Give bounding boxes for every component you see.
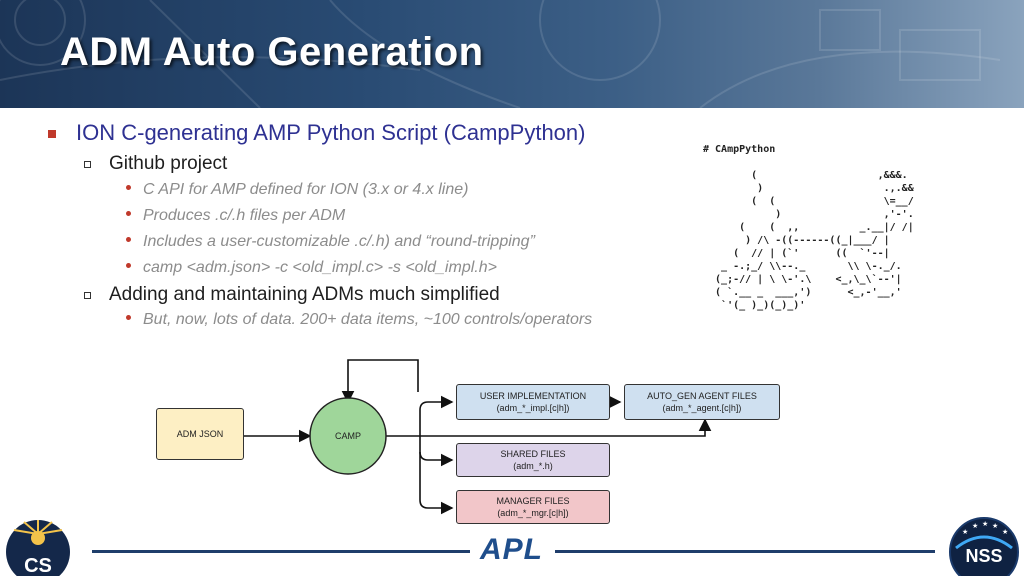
bullet-github-item-text: C API for AMP defined for ION (3.x or 4.… bbox=[143, 181, 469, 198]
campython-ascii-art: # CAmpPython ( ,&&&. ) .,.&& ( ( \=__/ )… bbox=[703, 144, 914, 311]
title-banner: ADM Auto Generation bbox=[0, 0, 1024, 108]
dot-bullet-icon bbox=[126, 314, 131, 320]
bullet-github-item: Includes a user-customizable .c/.h) and … bbox=[126, 233, 535, 251]
apl-logo-text: APL bbox=[480, 533, 543, 566]
dot-bullet-icon bbox=[126, 184, 131, 190]
dot-bullet-icon bbox=[126, 210, 131, 216]
bullet-github-item-text: Produces .c/.h files per ADM bbox=[143, 207, 346, 224]
manager-files-files: (adm_*_mgr.[c|h]) bbox=[497, 508, 569, 518]
auto-gen-agent-files: (adm_*_agent.[c|h]) bbox=[662, 403, 742, 413]
bullet-github-text: Github project bbox=[109, 153, 228, 174]
camp-node-circle bbox=[309, 397, 387, 475]
cs-logo: CS bbox=[6, 520, 70, 576]
hollow-square-bullet-icon bbox=[84, 160, 91, 168]
nss-logo: ★ ★ ★ ★ ★ NSS bbox=[949, 517, 1019, 576]
shared-files-box: SHARED FILES (adm_*.h) bbox=[456, 443, 610, 477]
manager-files-title: MANAGER FILES bbox=[496, 496, 570, 506]
svg-text:★: ★ bbox=[982, 520, 988, 528]
user-implementation-box: USER IMPLEMENTATION (adm_*_impl.[c|h]) bbox=[456, 384, 610, 420]
adm-json-label: ADM JSON bbox=[176, 429, 224, 439]
bullet-level1-text: ION C-generating AMP Python Script (Camp… bbox=[76, 120, 586, 145]
bullet-github-item: Produces .c/.h files per ADM bbox=[126, 207, 345, 225]
bullet-github-item-text: camp <adm.json> -c <old_impl.c> -s <old_… bbox=[143, 259, 497, 276]
camp-node: CAMP bbox=[312, 428, 384, 444]
hollow-square-bullet-icon bbox=[84, 291, 91, 299]
adm-json-box: ADM JSON bbox=[156, 408, 244, 460]
camp-label: CAMP bbox=[334, 431, 361, 441]
bullet-adding-item-text: But, now, lots of data. 200+ data items,… bbox=[143, 311, 593, 328]
svg-text:★: ★ bbox=[992, 522, 998, 530]
bullet-github-item: C API for AMP defined for ION (3.x or 4.… bbox=[126, 181, 468, 199]
user-implementation-files: (adm_*_impl.[c|h]) bbox=[496, 403, 570, 413]
nss-logo-text: NSS bbox=[965, 546, 1002, 566]
dot-bullet-icon bbox=[126, 236, 131, 242]
bullet-github: Github project bbox=[84, 153, 227, 175]
svg-text:★: ★ bbox=[1002, 528, 1008, 536]
bullet-adding-text: Adding and maintaining ADMs much simplif… bbox=[109, 284, 500, 305]
footer-line-left bbox=[92, 550, 470, 553]
svg-text:★: ★ bbox=[962, 528, 968, 536]
user-implementation-title: USER IMPLEMENTATION bbox=[479, 391, 587, 401]
shared-files-files: (adm_*.h) bbox=[513, 461, 553, 471]
banner-background-graphic bbox=[0, 0, 1001, 108]
bullet-github-item: camp <adm.json> -c <old_impl.c> -s <old_… bbox=[126, 259, 497, 277]
shared-files-title: SHARED FILES bbox=[500, 449, 566, 459]
cs-logo-text: CS bbox=[24, 555, 52, 576]
auto-gen-agent-files-box: AUTO_GEN AGENT FILES (adm_*_agent.[c|h]) bbox=[624, 384, 780, 420]
bullet-github-item-text: Includes a user-customizable .c/.h) and … bbox=[143, 233, 535, 250]
bullet-adding: Adding and maintaining ADMs much simplif… bbox=[84, 284, 500, 306]
square-bullet-icon bbox=[48, 130, 56, 138]
bullet-adding-item: But, now, lots of data. 200+ data items,… bbox=[126, 311, 592, 329]
auto-gen-agent-title: AUTO_GEN AGENT FILES bbox=[647, 391, 757, 401]
slide-title: ADM Auto Generation bbox=[60, 30, 484, 74]
dot-bullet-icon bbox=[126, 262, 131, 268]
footer-line-right bbox=[555, 550, 935, 553]
manager-files-box: MANAGER FILES (adm_*_mgr.[c|h]) bbox=[456, 490, 610, 524]
svg-text:★: ★ bbox=[972, 522, 978, 530]
bullet-level1: ION C-generating AMP Python Script (Camp… bbox=[48, 120, 585, 146]
